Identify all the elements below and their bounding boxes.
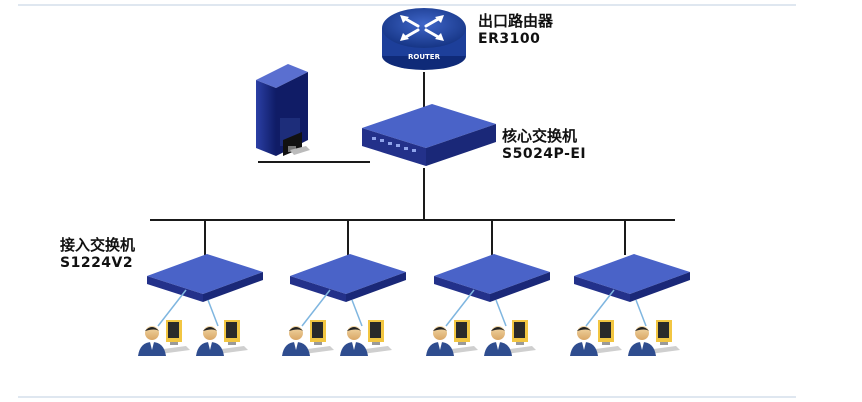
- router-name: 出口路由器: [478, 12, 554, 30]
- access-switch-icon: [147, 254, 263, 302]
- user-workstation-icon: [570, 320, 622, 356]
- router-badge: ROUTER: [408, 53, 441, 61]
- access-switch-icon: [574, 254, 690, 302]
- user-workstation-icon: [196, 320, 248, 356]
- core-switch-model: S5024P-EI: [502, 145, 587, 162]
- frame-bottom-border: [18, 396, 796, 398]
- core-switch-name: 核心交换机: [502, 127, 578, 145]
- server-icon: [256, 64, 310, 156]
- access-switch-label: 接入交换机 S1224V2: [60, 236, 135, 272]
- access-switch-model: S1224V2: [60, 254, 134, 271]
- user-drop-lines: [157, 289, 647, 327]
- access-switch-name: 接入交换机: [60, 236, 136, 254]
- user-workstation-icon: [484, 320, 536, 356]
- access-switch-icon: [434, 254, 550, 302]
- core-switch-icon: [362, 104, 496, 166]
- user-workstation-icon: [628, 320, 680, 356]
- user-workstation-icon: [340, 320, 392, 356]
- router-label: 出口路由器 ER3100: [478, 12, 553, 48]
- core-switch-label: 核心交换机 S5024P-EI: [502, 127, 586, 163]
- user-workstation-icon: [282, 320, 334, 356]
- user-workstation-icon: [138, 320, 190, 356]
- router-icon: ROUTER: [382, 8, 466, 70]
- user-workstation-icon: [426, 320, 478, 356]
- network-links: [150, 72, 675, 255]
- router-model: ER3100: [478, 30, 541, 47]
- access-switch-icon: [290, 254, 406, 302]
- frame-top-border: [18, 4, 796, 6]
